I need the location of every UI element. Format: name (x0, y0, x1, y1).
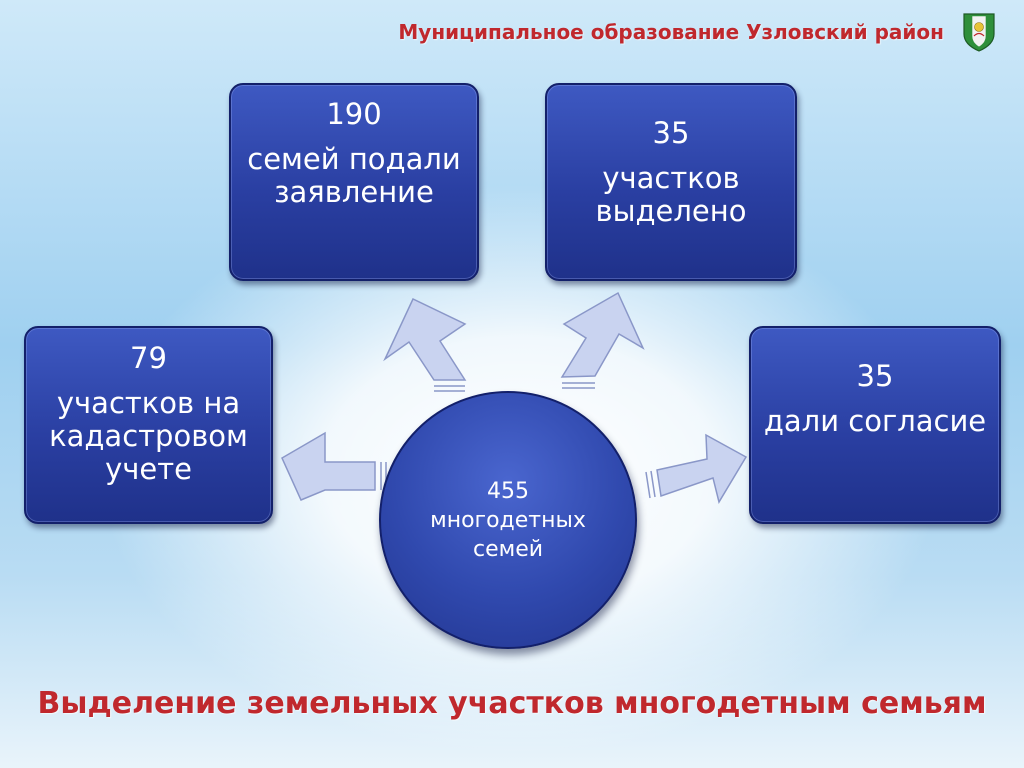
center-label-line2: семей (472, 536, 544, 562)
box-value: 79 (130, 341, 167, 375)
center-value: 455 (487, 478, 529, 504)
box-value: 35 (856, 359, 894, 393)
arrow-to-top-right (560, 291, 645, 389)
header-title: Муниципальное образование Узловский райо… (398, 20, 944, 44)
box-consent-given: 35 дали согласие (749, 326, 1001, 524)
slide-title: Выделение земельных участков многодетным… (37, 686, 987, 721)
box-plots-allocated: 35 участков выделено (545, 83, 797, 281)
coat-of-arms-icon (963, 13, 995, 52)
box-label: участков на кадастровом учете (49, 386, 248, 486)
box-value: 190 (326, 97, 382, 131)
box-value: 35 (652, 116, 690, 150)
box-label: дали согласие (763, 404, 987, 438)
arrow-to-right (645, 433, 748, 504)
center-circle-large-families: 455 многодетных семей (379, 391, 637, 649)
box-label: участков выделено (595, 161, 747, 228)
box-plots-cadastral: 79 участков на кадастровом учете (24, 326, 273, 524)
box-families-applied: 190 семей подали заявление (229, 83, 479, 281)
box-label: семей подали заявление (247, 142, 461, 209)
center-label-line1: многодетных (430, 507, 586, 533)
arrow-to-left (281, 431, 387, 501)
arrow-to-top-left (383, 297, 467, 392)
